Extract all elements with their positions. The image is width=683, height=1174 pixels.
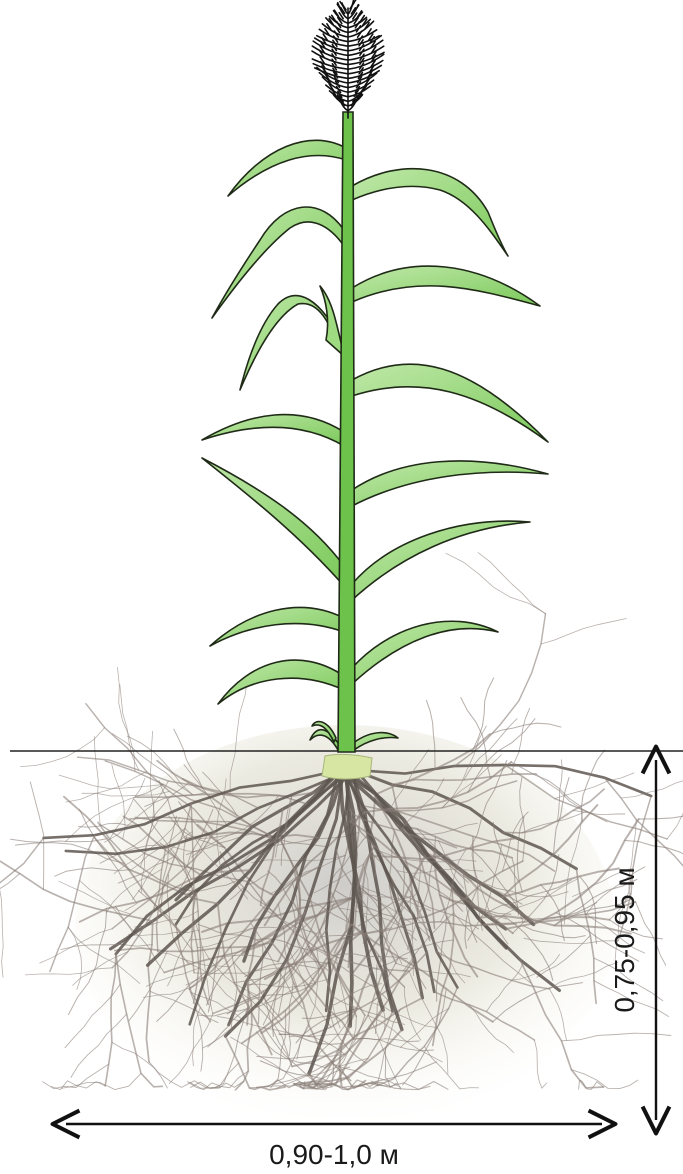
leaf <box>352 521 530 600</box>
root-strand <box>0 874 20 932</box>
root-strand <box>0 884 3 977</box>
leaf <box>210 607 344 646</box>
root-strand <box>562 1033 671 1041</box>
root-strand <box>21 728 105 767</box>
panicle-branch <box>313 41 348 55</box>
leaf <box>218 660 344 704</box>
depth-label: 0,75-0,95 м <box>609 867 640 1012</box>
leaves <box>202 140 548 750</box>
root-crown <box>322 754 372 779</box>
root-strand <box>30 782 43 890</box>
root-strand <box>94 737 100 825</box>
root-strand <box>120 684 139 770</box>
leaf <box>352 461 548 506</box>
stem <box>338 112 355 752</box>
width-dimension: 0,90-1,0 м <box>66 1124 602 1170</box>
leaf <box>352 266 540 306</box>
panicle-branch <box>326 18 348 33</box>
panicle-branch <box>312 46 348 60</box>
root-strand <box>446 553 546 613</box>
root-strand <box>541 619 626 645</box>
root-strand <box>667 749 683 839</box>
leaf <box>352 169 508 256</box>
plant <box>202 0 548 752</box>
leaf <box>202 415 344 446</box>
leaf <box>352 621 498 684</box>
leaf <box>352 364 548 442</box>
panicle-icon <box>312 0 384 118</box>
leaf <box>212 207 344 318</box>
leaf <box>202 458 344 586</box>
panicle-branch <box>312 51 348 65</box>
root-strand <box>478 553 546 614</box>
root-strand <box>455 614 546 766</box>
width-label: 0,90-1,0 м <box>269 1139 399 1170</box>
root-strand <box>636 902 666 965</box>
root-strand <box>0 838 44 963</box>
leaf <box>228 140 346 196</box>
root-strand <box>571 1070 637 1089</box>
